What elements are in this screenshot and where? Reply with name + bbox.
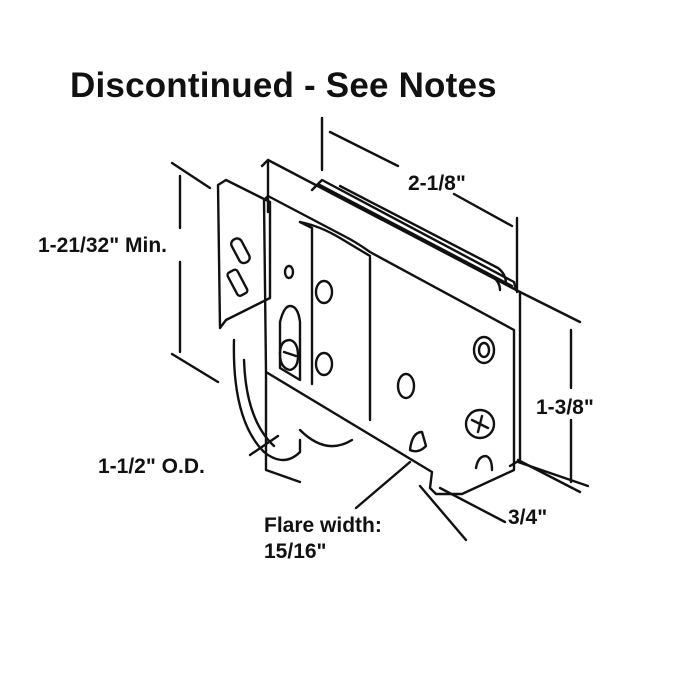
flare-width-label: Flare width: bbox=[264, 514, 382, 537]
wheel-diameter-label: 1-1/2" O.D. bbox=[98, 455, 205, 478]
back-plate-outline bbox=[260, 158, 522, 468]
rivet-hole-4 bbox=[472, 335, 496, 365]
rivet-hole-2 bbox=[314, 351, 334, 377]
rivet-hole-3 bbox=[396, 372, 416, 400]
adjustment-slot bbox=[278, 304, 302, 382]
flare-plate-outline bbox=[216, 178, 272, 330]
thickness-dimension-label: 3/4" bbox=[508, 506, 548, 529]
end-slot bbox=[474, 454, 494, 472]
wheel-leader-line bbox=[248, 434, 280, 457]
front-body-outline bbox=[262, 194, 516, 496]
phillips-screw-icon bbox=[464, 408, 496, 440]
length-dimension-label: 2-1/8" bbox=[408, 172, 466, 195]
flare-width-value: 15/16" bbox=[264, 540, 327, 563]
adjustment-screw-icon bbox=[278, 338, 300, 372]
bottom-notch bbox=[408, 430, 428, 453]
flare-slot-lower bbox=[226, 268, 249, 297]
body-height-dimension-lines bbox=[516, 290, 582, 494]
body-height-dimension-label: 1-3/8" bbox=[536, 396, 594, 419]
rivet-hole-1 bbox=[314, 279, 334, 305]
page-title: Discontinued - See Notes bbox=[70, 66, 497, 105]
flare-leader-line bbox=[354, 460, 412, 510]
height-min-dimension-label: 1-21/32" Min. bbox=[38, 234, 168, 257]
flare-slot-upper bbox=[230, 237, 251, 265]
wheel-outline bbox=[232, 338, 302, 462]
height-min-dimension-lines bbox=[170, 161, 220, 384]
length-dimension-lines bbox=[320, 116, 519, 294]
